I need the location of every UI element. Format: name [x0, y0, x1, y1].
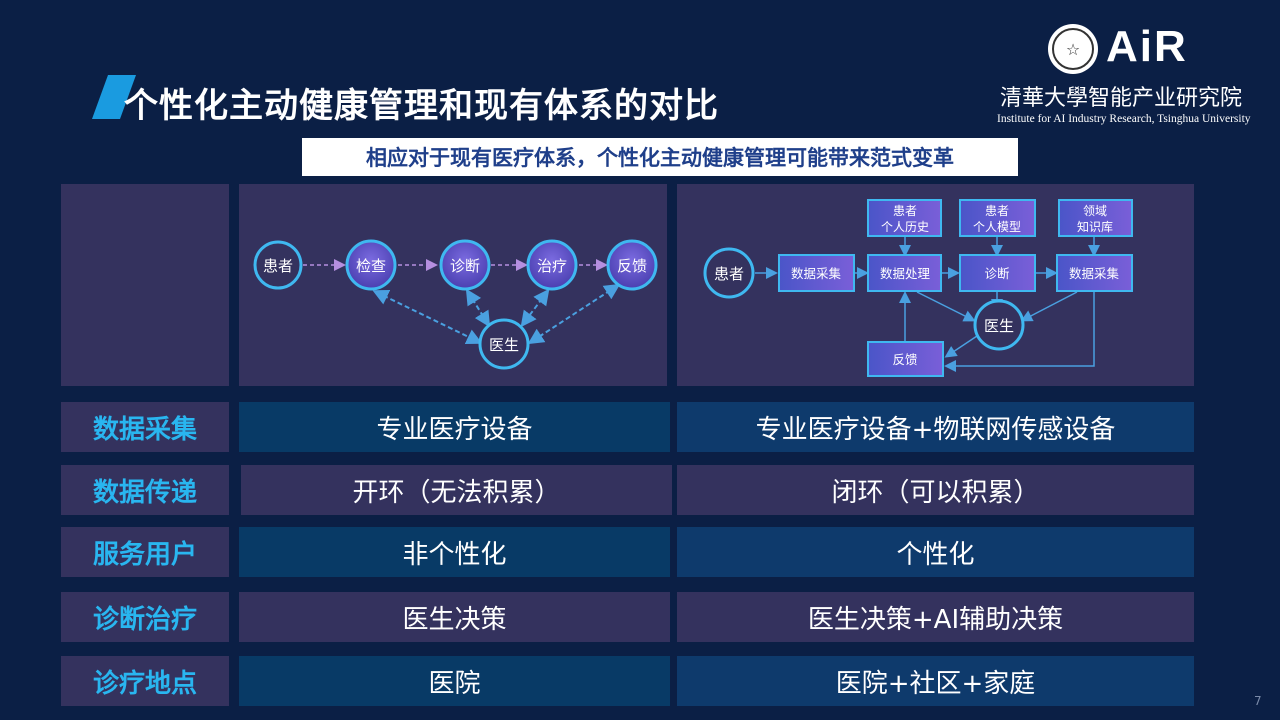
node-collect-2 [1056, 254, 1133, 292]
node-process-label: 数据处理 [880, 266, 931, 281]
link-diagnosis-doctor [465, 288, 491, 328]
page-title: 个性化主动健康管理和现有体系的对比 [124, 86, 719, 126]
row-label-data-collection: 数据采集 [61, 402, 229, 452]
node-patient-label: 患者 [714, 265, 744, 283]
row-new-data-transfer: 闭环（可以积累） [677, 465, 1194, 515]
node-kb-label-2: 知识库 [1077, 219, 1113, 234]
row-current-data-transfer: 开环（无法积累） [241, 465, 672, 515]
node-doctor-label: 医生 [489, 336, 519, 354]
node-collect-1-label: 数据采集 [791, 266, 842, 281]
subtitle-text: 相应对于现有医疗体系，个性化主动健康管理可能带来范式变革 [366, 146, 954, 170]
arrow-process-doctor [916, 291, 976, 322]
node-kb-label-1: 领域 [1083, 204, 1107, 218]
current-system-diagram: 患者 检查 诊断 治疗 反馈 医生 [253, 239, 658, 370]
institute-name-en: Institute for AI Industry Research, Tsin… [997, 113, 1251, 125]
node-collect-1 [778, 254, 855, 292]
row-current-data-collection: 专业医疗设备 [239, 402, 670, 452]
empty-corner-panel [61, 184, 229, 386]
node-doctor [973, 299, 1025, 351]
institute-name-cn: 清華大學智能产业研究院 [1000, 86, 1243, 111]
row-new-treatment-location: 医院+社区+家庭 [677, 656, 1194, 706]
node-treatment-label: 治疗 [537, 257, 567, 275]
node-feedback [867, 341, 944, 377]
row-current-diagnosis-treatment: 医生决策 [239, 592, 670, 642]
node-doctor-label: 医生 [984, 317, 1014, 335]
row-label-treatment-location: 诊疗地点 [61, 656, 229, 706]
node-exam [345, 239, 397, 291]
node-model [959, 199, 1036, 237]
air-logo: AiR [1106, 22, 1188, 71]
node-diagnosis-label: 诊断 [450, 257, 480, 275]
row-new-data-collection: 专业医疗设备+物联网传感设备 [677, 402, 1194, 452]
node-doctor [478, 318, 530, 370]
node-history-label-2: 个人历史 [881, 220, 929, 234]
row-label-service-users: 服务用户 [61, 527, 229, 577]
node-history-label-1: 患者 [893, 204, 917, 218]
node-exam-label: 检查 [356, 257, 386, 275]
node-collect-2-label: 数据采集 [1069, 266, 1120, 281]
row-new-diagnosis-treatment: 医生决策+AI辅助决策 [677, 592, 1194, 642]
node-model-label-2: 个人模型 [973, 220, 1021, 234]
node-patient [253, 240, 303, 290]
node-model-label-1: 患者 [985, 204, 1009, 218]
node-diagnosis-label: 诊断 [984, 266, 1009, 281]
row-new-service-users: 个性化 [677, 527, 1194, 577]
node-process [867, 254, 942, 292]
row-current-service-users: 非个性化 [239, 527, 670, 577]
row-label-diagnosis-treatment: 诊断治疗 [61, 592, 229, 642]
row-label-data-transfer: 数据传递 [61, 465, 229, 515]
node-treatment [526, 239, 578, 291]
row-current-treatment-location: 医院 [239, 656, 670, 706]
new-system-diagram: 患者 数据采集 数据处理 诊断 数据采集 患者 个人历史 患者 个人模型 领域 … [703, 199, 1133, 377]
link-treatment-doctor [520, 288, 550, 328]
node-patient [703, 247, 755, 299]
node-feedback-label: 反馈 [892, 352, 917, 367]
node-patient-label: 患者 [263, 257, 293, 275]
link-exam-doctor [372, 290, 483, 344]
arrow-doctor-feedback [944, 335, 978, 358]
node-history [867, 199, 942, 237]
page-number: 7 [1254, 694, 1262, 708]
node-feedback [606, 239, 658, 291]
subtitle-banner: 相应对于现有医疗体系，个性化主动健康管理可能带来范式变革 [302, 138, 1018, 176]
tsinghua-seal-icon: ☆ [1048, 24, 1098, 74]
arrow-collect-doctor [1020, 291, 1078, 322]
node-feedback-label: 反馈 [617, 257, 647, 275]
arrow-loop-feedback [944, 292, 1095, 372]
node-knowledge-base [1058, 199, 1133, 237]
node-diagnosis [439, 239, 491, 291]
link-feedback-doctor [527, 283, 621, 345]
node-diagnosis [959, 254, 1036, 292]
